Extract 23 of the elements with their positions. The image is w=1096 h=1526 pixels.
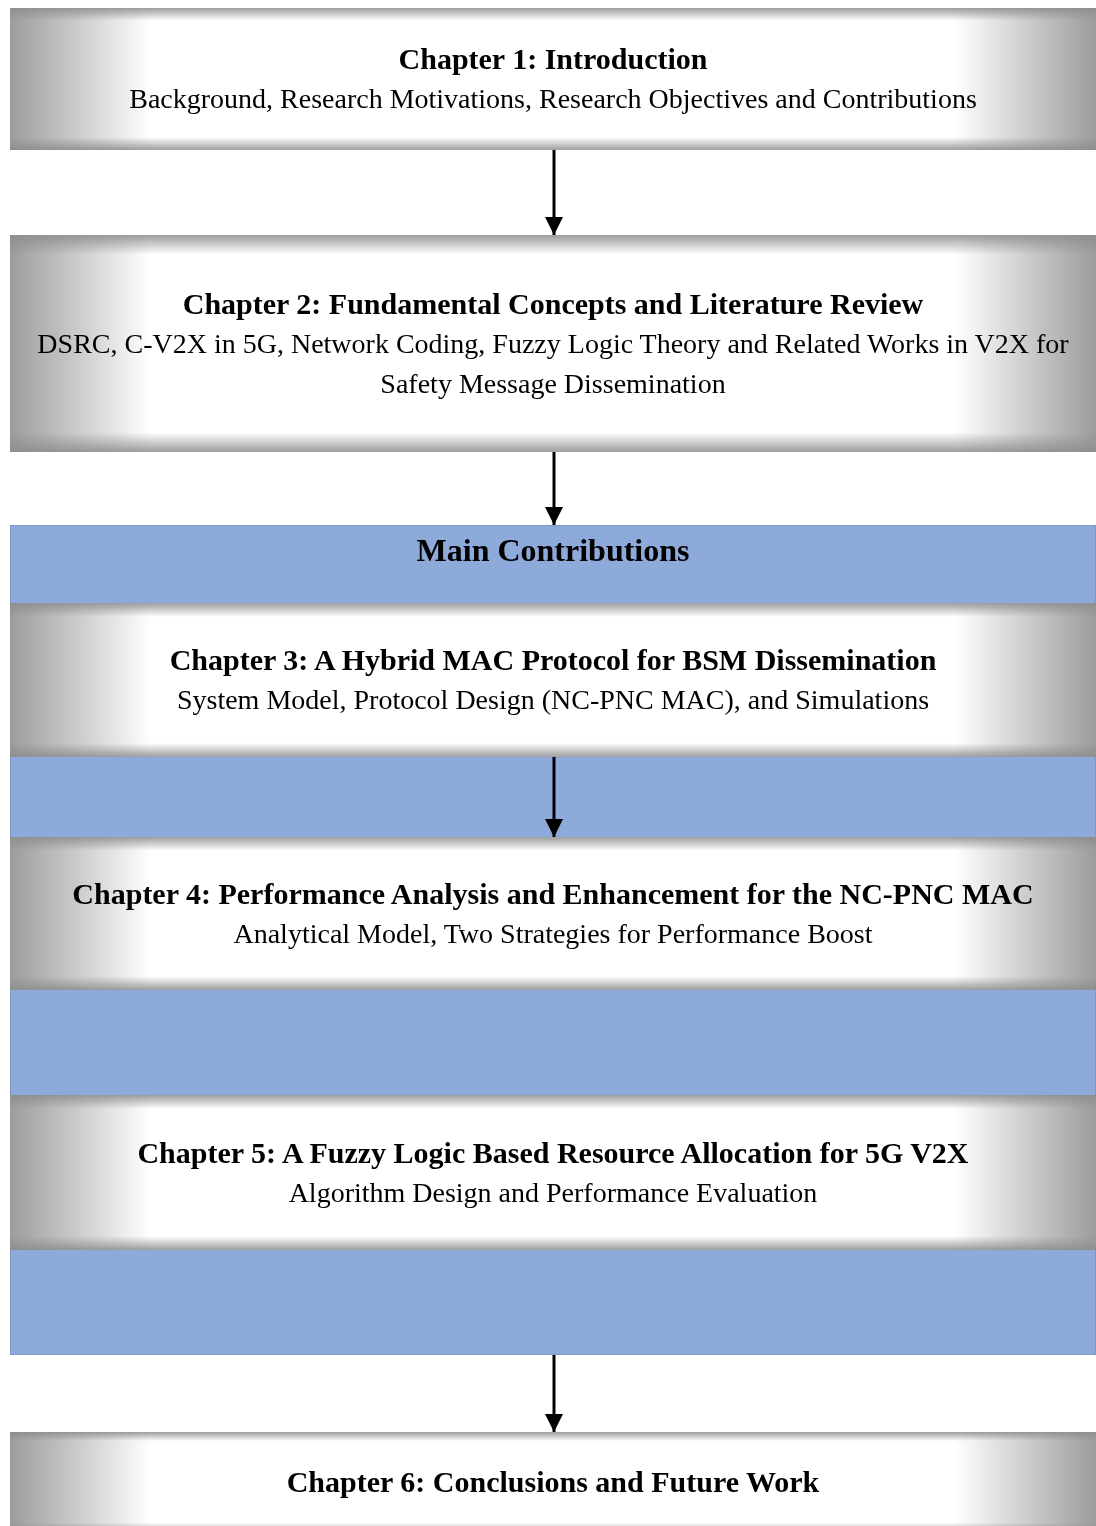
chapter-box (10, 603, 1096, 757)
chapter-box (10, 837, 1096, 990)
arrow (545, 452, 563, 525)
chapter-box (10, 1432, 1096, 1526)
chapter-title: Chapter 6: Conclusions and Future Work (286, 1464, 820, 1500)
section-band (10, 525, 1096, 1355)
arrow (545, 757, 563, 837)
chapter-summary: Background, Research Motivations, Research Objectives and Contributions (129, 82, 977, 116)
chapter-summary: DSRC, C-V2X in 5G, Network Coding, Fuzzy Logic Theory and Related Works in V2X for Safety Message Dissemination (36, 326, 1070, 401)
chapter-summary: Analytical Model, Two Strategies for Performance Boost (233, 916, 873, 951)
chapter-summary: Algorithm Design and Performance Evaluation (288, 1175, 818, 1210)
chapter-box (10, 235, 1096, 452)
chapter-title: Chapter 3: A Hybrid MAC Protocol for BSM Dissemination (169, 642, 937, 678)
chapter-box (10, 1095, 1096, 1250)
chapter-box (10, 8, 1096, 150)
arrow (545, 150, 563, 235)
section-heading: Main Contributions (415, 531, 691, 570)
arrow (545, 1355, 563, 1432)
chapter-title: Chapter 2: Fundamental Concepts and Literature Review (182, 285, 924, 322)
chapter-title: Chapter 1: Introduction (398, 41, 708, 77)
chapter-title: Chapter 4: Performance Analysis and Enhancement for the NC-PNC MAC (72, 875, 1034, 912)
chapter-title: Chapter 5: A Fuzzy Logic Based Resource Allocation for 5G V2X (137, 1134, 969, 1171)
chapter-summary: System Model, Protocol Design (NC-PNC MAC), and Simulations (176, 683, 930, 717)
